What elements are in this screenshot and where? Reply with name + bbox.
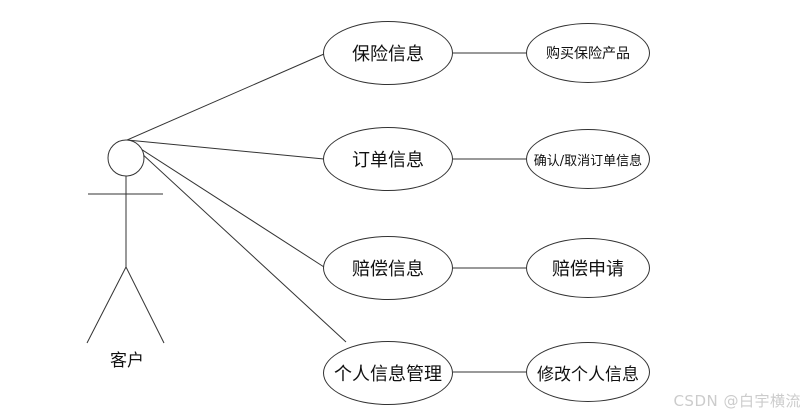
usecase-label: 赔偿申请 <box>552 259 624 280</box>
association-actor-insurance-info <box>126 53 325 141</box>
usecase-label: 保险信息 <box>352 44 424 65</box>
usecase-compensation-application: 赔偿申请 <box>526 238 650 298</box>
usecase-personal-info-mgmt: 个人信息管理 <box>323 341 453 405</box>
usecase-label: 购买保险产品 <box>546 46 630 62</box>
usecase-modify-personal-info: 修改个人信息 <box>526 342 650 402</box>
actor-figure <box>86 139 165 344</box>
usecase-insurance-info: 保险信息 <box>323 21 453 85</box>
association-actor-compensation-info <box>126 139 325 268</box>
association-actor-personal-info-mgmt <box>126 139 347 343</box>
usecase-label: 个人信息管理 <box>334 364 442 385</box>
usecase-buy-insurance-product: 购买保险产品 <box>526 23 650 83</box>
usecase-compensation-info: 赔偿信息 <box>323 236 453 300</box>
usecase-confirm-cancel-order: 确认/取消订单信息 <box>526 129 650 189</box>
actor-label: 客户 <box>110 351 144 371</box>
actor-head <box>107 139 145 177</box>
actor-right-leg <box>125 266 165 344</box>
usecase-label: 确认/取消订单信息 <box>533 153 643 169</box>
actor-left-leg <box>86 266 127 344</box>
association-actor-order-info <box>126 139 325 160</box>
watermark: CSDN @白宇横流 <box>673 392 801 410</box>
usecase-label: 订单信息 <box>352 150 424 171</box>
usecase-label: 修改个人信息 <box>537 364 639 385</box>
usecase-order-info: 订单信息 <box>323 127 453 191</box>
usecase-label: 赔偿信息 <box>352 259 424 280</box>
